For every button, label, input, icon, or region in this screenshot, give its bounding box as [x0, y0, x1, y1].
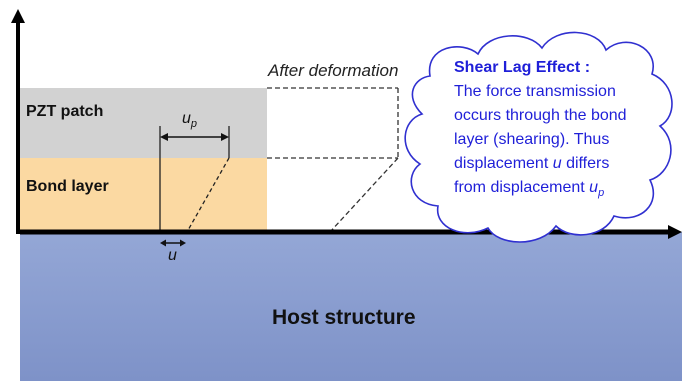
host-structure-block [20, 232, 682, 381]
vertical-axis-arrowhead [11, 9, 25, 23]
callout-line-4: displacement u differs [454, 155, 609, 172]
callout-cloud-shape [404, 31, 673, 243]
pzt-patch-label: PZT patch [26, 103, 103, 120]
bond-layer-label: Bond layer [26, 178, 109, 195]
callout-title: Shear Lag Effect : [454, 59, 590, 76]
deformed-outline [267, 87, 399, 233]
u-label: u [168, 247, 177, 264]
up-label: up [182, 110, 197, 130]
up-arrow [160, 133, 229, 141]
shear-line [186, 157, 230, 233]
callout-line-2: occurs through the bond [454, 107, 627, 124]
after-deformation-label: After deformation [267, 61, 398, 80]
bond-layer-block [20, 158, 267, 232]
callout-line-1: The force transmission [454, 83, 616, 100]
callout-line-5: from displacement up [454, 179, 604, 199]
shear-lag-callout: Shear Lag Effect : The force transmissio… [404, 31, 673, 243]
surface-arrowhead [668, 225, 682, 239]
callout-line-3: layer (shearing). Thus [454, 131, 609, 148]
host-structure-label: Host structure [272, 306, 416, 329]
pzt-patch-block [20, 88, 267, 158]
u-arrow [160, 239, 186, 247]
